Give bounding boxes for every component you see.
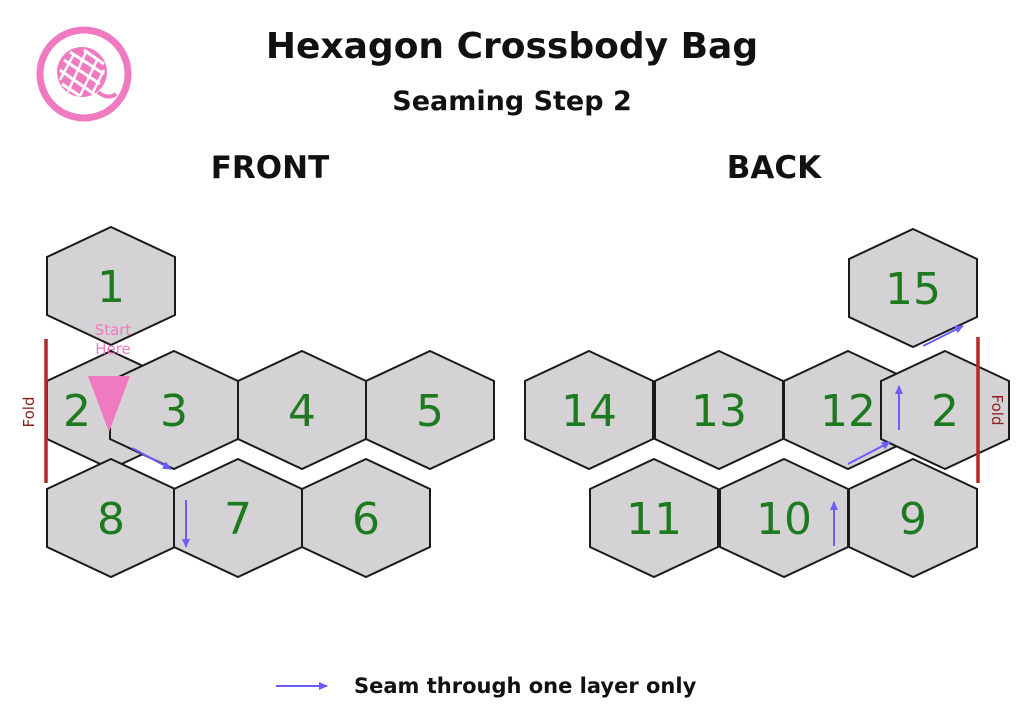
back-hex-number: 14 [561, 386, 617, 437]
back-hex-number: 10 [756, 494, 812, 545]
back-hexagon [589, 457, 719, 579]
front-hexagon [46, 225, 176, 347]
seam-arrows [131, 325, 964, 548]
seam-arrow [847, 441, 891, 465]
back-hex-grid: 15 14 13 12 2 11 10 9 [524, 227, 1010, 579]
front-fold-label: Fold [20, 397, 38, 428]
front-hexagon [301, 457, 431, 579]
back-hex-number: 11 [626, 494, 682, 545]
front-hex-grid: 1 2 3 4 5 8 7 6 [46, 225, 495, 579]
seam-arrow [131, 447, 172, 470]
yarn-ball-icon [57, 47, 118, 99]
front-hex-number: 1 [97, 262, 125, 313]
page-subtitle: Seaming Step 2 [392, 86, 632, 117]
front-hex-number: 6 [352, 494, 380, 545]
start-label-line1: Start [95, 321, 132, 339]
start-triangle-icon [88, 376, 130, 432]
front-hex-number: 7 [224, 494, 252, 545]
front-hexagon [365, 349, 495, 471]
front-hex-number: 4 [288, 386, 316, 437]
start-label-line2: Here [95, 340, 131, 358]
legend-text: Seam through one layer only [354, 674, 697, 698]
front-hex-number: 5 [416, 386, 444, 437]
back-hexagon [848, 227, 978, 349]
back-hex-number: 15 [885, 264, 941, 315]
page-title: Hexagon Crossbody Bag [265, 26, 759, 67]
back-fold-label: Fold [988, 395, 1006, 426]
back-panel-label: BACK [726, 150, 822, 186]
front-hex-number: 2 [63, 386, 91, 437]
back-hexagon [524, 349, 654, 471]
back-hex-number: 9 [899, 494, 927, 545]
back-hex-number: 2 [931, 386, 959, 437]
back-hexagon [848, 457, 978, 579]
front-hex-number: 3 [160, 386, 188, 437]
back-hex-number: 13 [691, 386, 747, 437]
legend: Seam through one layer only [270, 670, 696, 702]
back-hex-number: 12 [820, 386, 876, 437]
brand-logo [36, 26, 132, 122]
front-panel-label: FRONT [210, 150, 330, 186]
seam-arrow [922, 325, 964, 347]
front-hex-number: 8 [97, 494, 125, 545]
